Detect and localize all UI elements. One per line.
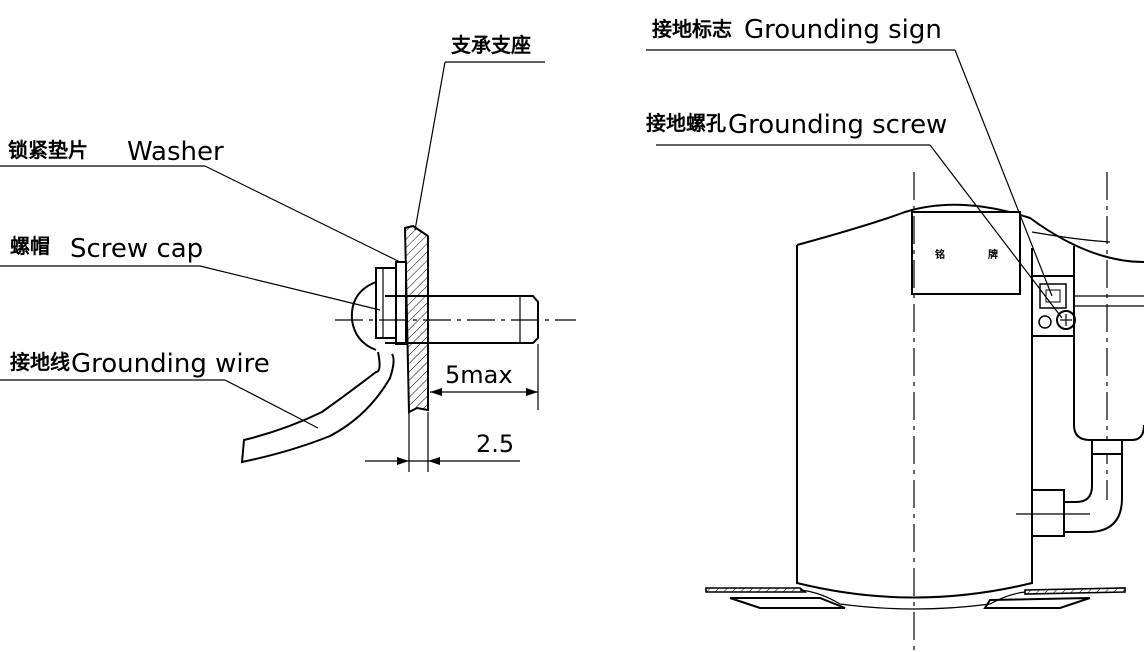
screwcap-label-cn: 螺帽 <box>10 234 50 258</box>
nameplate-char-1: 铭 <box>935 248 945 261</box>
accumulator <box>1073 246 1144 441</box>
suction-pipe <box>1064 454 1093 503</box>
screw-nut <box>375 267 397 339</box>
base-right <box>1024 587 1126 595</box>
washer <box>395 261 407 345</box>
dim-2-5: 2.5 <box>476 430 514 458</box>
sign-label-cn: 接地标志 <box>652 17 732 41</box>
washer-label-cn: 锁紧垫片 <box>8 138 88 162</box>
nameplate <box>911 211 1021 295</box>
screw-cap <box>350 281 377 351</box>
washer-label-en: Washer <box>127 137 224 167</box>
nameplate-char-2: 牌 <box>988 248 998 261</box>
base-left <box>705 587 808 593</box>
left-detail <box>0 61 576 472</box>
sign-label-en: Grounding sign <box>744 15 942 45</box>
right-detail: 铭 牌 <box>646 49 1144 652</box>
screw-label-en: Grounding screw <box>728 110 947 140</box>
wire-label-en: Grounding wire <box>71 349 270 379</box>
support-bracket <box>403 224 429 414</box>
compressor-shell <box>796 245 1033 599</box>
screw-label-cn: 接地螺孔 <box>646 111 726 135</box>
dim-5max: 5max <box>445 361 513 389</box>
screwcap-label-en: Screw cap <box>70 234 203 264</box>
bracket-label: 支承支座 <box>451 33 531 57</box>
wire-label-cn: 接地线 <box>10 350 70 374</box>
grounding-wire-shape <box>240 351 395 464</box>
grounding-sign-icon <box>1038 315 1052 329</box>
